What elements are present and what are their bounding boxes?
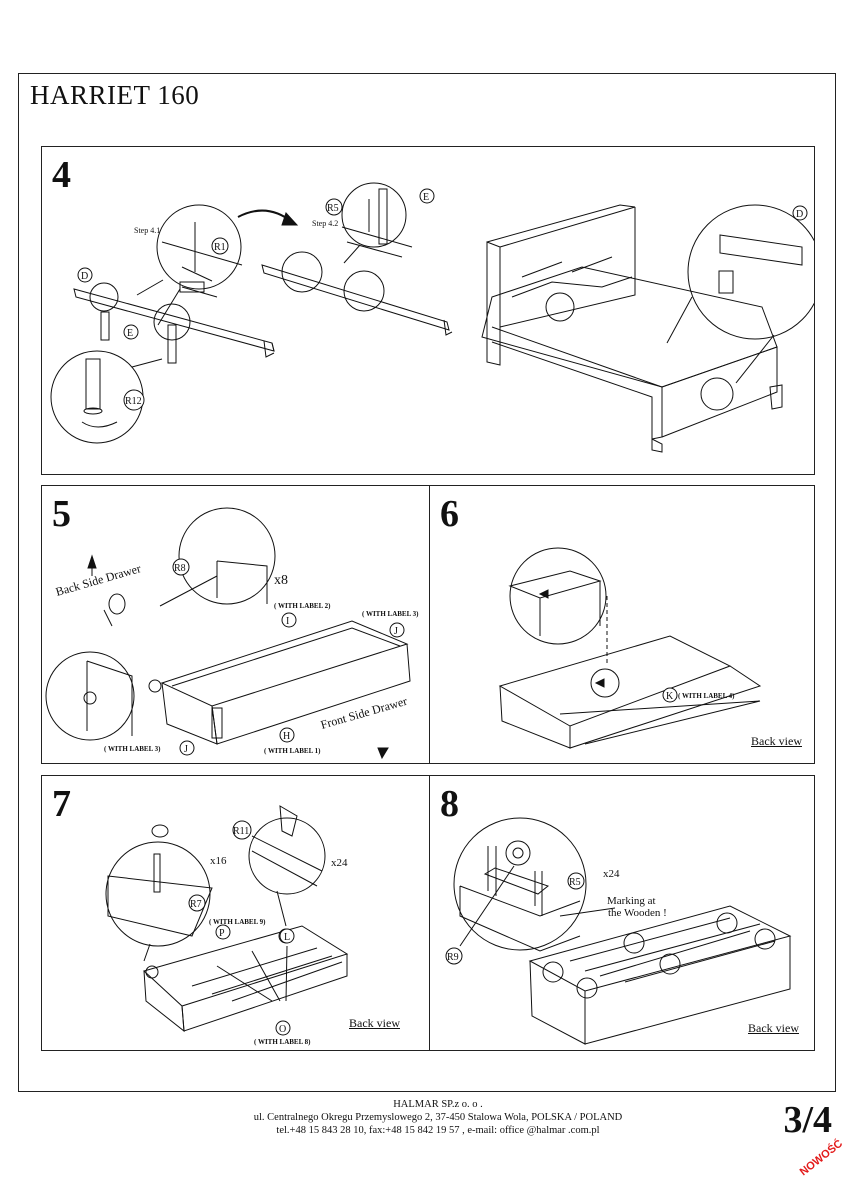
part-e-top: E (423, 192, 429, 203)
label-3: ( WITH LABEL 3) (362, 610, 419, 618)
step-7-number: 7 (52, 783, 71, 825)
label-8: ( WITH LABEL 8) (254, 1038, 311, 1046)
step-8-panel: 8 x24 Marking at (429, 775, 815, 1051)
part-j: J (394, 626, 398, 637)
part-j-2: J (184, 744, 188, 755)
step-7-panel: 7 x16 x24 ( WITH LABEL 9) ( WITH (41, 775, 430, 1051)
back-view-label: Back view (748, 1021, 799, 1035)
page-frame (18, 73, 836, 1092)
step-6-panel: 6 ( WITH LABEL 4) K Back view (429, 485, 815, 764)
part-l: L (284, 932, 290, 943)
part-r11: R11 (233, 826, 249, 837)
step-4-2-label: Step 4.2 (312, 219, 338, 228)
step-5-panel: 5 Back Side Drawer Front Side Drawer x8 (41, 485, 430, 764)
label-2: ( WITH LABEL 2) (274, 602, 331, 610)
part-d-left: D (81, 271, 88, 282)
step-6-illustration: ( WITH LABEL 4) K (498, 547, 762, 749)
part-r1: R1 (214, 242, 226, 253)
part-r5-step8: R5 (569, 877, 581, 888)
part-k: K (666, 691, 674, 702)
part-i: I (286, 616, 289, 627)
step-5-number: 5 (52, 493, 71, 535)
footer: HALMAR SP.z o. o . ul. Centralnego Okreg… (0, 1098, 848, 1137)
part-h: H (283, 731, 290, 742)
step-7-illustration: x16 x24 ( WITH LABEL 9) ( WITH LABEL 8) … (105, 805, 349, 1046)
front-side-drawer-label: Front Side Drawer (319, 694, 409, 732)
page-number: 3/4 (783, 1099, 832, 1141)
label-3-b: ( WITH LABEL 3) (104, 745, 161, 753)
step-8-qty: x24 (603, 868, 620, 880)
back-view-label: Back view (349, 1016, 400, 1030)
part-e-left: E (127, 328, 133, 339)
step-4-panel: 4 (41, 146, 815, 475)
footer-company: HALMAR SP.z o. o . (393, 1099, 483, 1110)
new-stamp: NOWOŚĆ (797, 1137, 846, 1179)
step-8-number: 8 (440, 783, 459, 825)
part-r9: R9 (447, 952, 459, 963)
part-d-right: D (796, 209, 803, 220)
footer-address: ul. Centralnego Okregu Przemyslowego 2, … (253, 1112, 623, 1123)
marking-line-1: Marking at (607, 895, 656, 907)
step-4-illustration: Step 4.1 Step 4.2 R1 R5 E D E R12 D (50, 182, 814, 453)
label-9: ( WITH LABEL 9) (209, 918, 266, 926)
part-r8: R8 (174, 563, 186, 574)
label-1: ( WITH LABEL 1) (264, 747, 321, 755)
part-p: P (219, 928, 225, 939)
part-r5: R5 (327, 203, 339, 214)
step-5-qty: x8 (274, 573, 288, 588)
footer-contact: tel.+48 15 843 28 10, fax:+48 15 842 19 … (276, 1125, 600, 1136)
back-side-drawer-label: Back Side Drawer (54, 561, 142, 599)
step-8-illustration: x24 Marking at the Wooden ! R5 R9 (445, 817, 792, 1045)
part-r7: R7 (190, 899, 202, 910)
back-view-label: Back view (751, 734, 802, 748)
label-4: ( WITH LABEL 4) (678, 692, 735, 700)
step-7-qty-b: x24 (331, 857, 348, 869)
step-5-illustration: Back Side Drawer Front Side Drawer x8 ( … (45, 507, 419, 760)
step-4-number: 4 (52, 154, 71, 196)
product-title: HARRIET 160 (30, 80, 200, 110)
marking-line-2: the Wooden ! (608, 907, 667, 919)
step-7-qty-a: x16 (210, 855, 227, 867)
part-r12: R12 (125, 396, 142, 407)
part-o: O (279, 1024, 286, 1035)
step-6-number: 6 (440, 493, 459, 535)
step-4-1-label: Step 4.1 (134, 226, 160, 235)
